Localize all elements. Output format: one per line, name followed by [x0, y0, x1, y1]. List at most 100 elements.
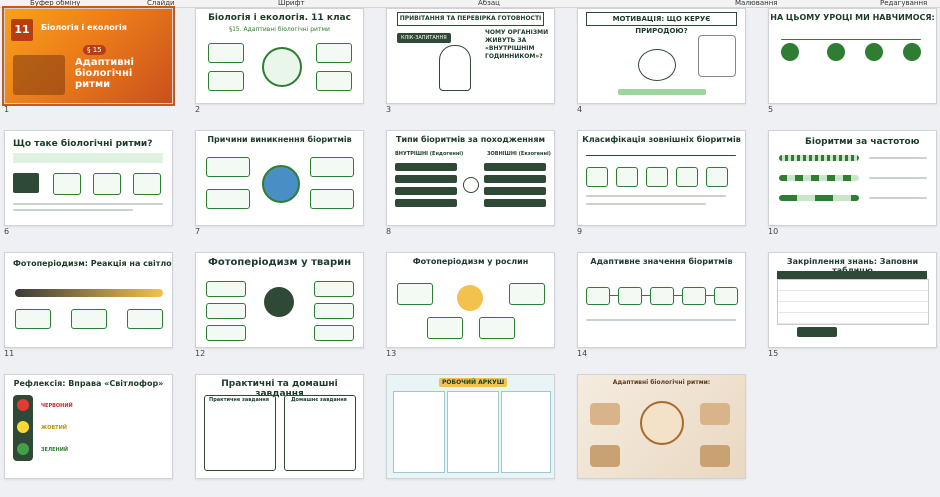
slide-thumbnail-19[interactable]: Адаптивні біологічні ритми: — [577, 374, 746, 479]
slide-title: Біоритми за частотою — [805, 137, 920, 147]
slide-sorter-grid: 11 Біологія і екологія § 15 Адаптивні бі… — [0, 6, 940, 479]
slide-cell[interactable]: Фотоперіодизм у тварин 12 — [191, 252, 372, 375]
slide-title: Типи біоритмів за походженням — [396, 135, 545, 144]
slide-thumbnail-12[interactable]: Фотоперіодизм у тварин — [195, 252, 364, 348]
slide-cell[interactable]: Адаптивне значення біоритмів 14 — [573, 252, 754, 375]
slide-cell[interactable]: Біологія і екологія. 11 клас §15. Адапти… — [191, 8, 372, 131]
ribbon-group-labels: Буфер обміну Слайди Шрифт Абзац Малюванн… — [0, 0, 940, 8]
slide-cell[interactable]: Закріплення знань: Заповни таблицю 15 — [764, 252, 940, 375]
slide-cell[interactable]: НА ЦЬОМУ УРОЦІ МИ НАВЧИМОСЯ: 5 — [764, 8, 940, 131]
slide-cell[interactable]: 11 Біологія і екологія § 15 Адаптивні бі… — [0, 6, 181, 131]
click-question-label: КЛІК-ЗАПИТАННЯ — [397, 33, 451, 43]
ribbon-group-slides[interactable]: Слайди — [147, 0, 175, 7]
slide-title: НА ЦЬОМУ УРОЦІ МИ НАВЧИМОСЯ: — [770, 13, 935, 22]
slide-title: ПРИВІТАННЯ ТА ПЕРЕВІРКА ГОТОВНОСТІ — [397, 12, 544, 26]
practical-task-label: Практичне завдання — [209, 397, 269, 403]
slide-number: 11 — [4, 349, 15, 358]
slide-thumbnail-15[interactable]: Закріплення знань: Заповни таблицю — [768, 252, 937, 348]
slide-title: Адаптивні біологічні ритми: — [612, 379, 711, 386]
green-label: ЗЕЛЕНИЙ — [41, 447, 69, 453]
slide-title: МОТИВАЦІЯ: ЩО КЕРУЄ ПРИРОДОЮ? — [586, 12, 737, 35]
slide-thumbnail-13[interactable]: Фотоперіодизм у рослин — [386, 252, 555, 348]
slide-title: Практичні та домашні завдання — [221, 379, 338, 399]
traffic-light-icon — [13, 395, 33, 461]
slide-number: 6 — [4, 227, 10, 236]
slide-thumbnail-16[interactable]: Рефлексія: Вправа «Світлофор» ЧЕРВОНИЙ Ж… — [4, 374, 173, 479]
slide-title: Біологія і екологія. 11 клас — [208, 13, 351, 23]
slide-subtitle: Біологія і екологія — [41, 23, 127, 32]
slide-title: Адаптивне значення біоритмів — [590, 257, 733, 266]
slide-title: РОБОЧИЙ АРКУШ — [439, 378, 508, 387]
exogenous-label: ЗОВНІШНІ (Екзогенні) — [487, 151, 551, 157]
slide-number: 7 — [195, 227, 201, 236]
slide-number: 14 — [577, 349, 588, 358]
slide-number: 13 — [386, 349, 397, 358]
question-icon — [638, 49, 676, 81]
slide-heading: Адаптивні біологічні ритми — [75, 57, 134, 90]
globe-icon — [262, 47, 302, 87]
tree-icon — [698, 35, 736, 77]
slide-thumbnail-11[interactable]: Фотоперіодизм: Реакція на світло — [4, 252, 173, 348]
slide-number: 10 — [768, 227, 779, 236]
slide-cell[interactable]: Рефлексія: Вправа «Світлофор» ЧЕРВОНИЙ Ж… — [0, 374, 181, 497]
slide-title: Класифікація зовнішніх біоритмів — [582, 135, 741, 144]
section-badge: § 15 — [83, 45, 106, 55]
slide-cell[interactable]: Адаптивні біологічні ритми: — [573, 374, 754, 497]
ribbon-group-font[interactable]: Шрифт — [278, 0, 305, 7]
ribbon-group-paragraph[interactable]: Абзац — [478, 0, 500, 7]
slide-thumbnail-3[interactable]: ПРИВІТАННЯ ТА ПЕРЕВІРКА ГОТОВНОСТІ КЛІК-… — [386, 8, 555, 104]
slide-thumbnail-18[interactable]: РОБОЧИЙ АРКУШ — [386, 374, 555, 479]
slide-cell[interactable]: Що таке біологічні ритми? 6 — [0, 130, 181, 253]
slide-thumbnail-14[interactable]: Адаптивне значення біоритмів — [577, 252, 746, 348]
slide-number: 15 — [768, 349, 779, 358]
slide-number: 5 — [768, 105, 774, 114]
slide-thumbnail-17[interactable]: Практичні та домашні завдання Практичне … — [195, 374, 364, 479]
slide-number: 12 — [195, 349, 206, 358]
homework-label: Домашнє завдання — [291, 397, 347, 403]
ribbon-group-drawing[interactable]: Малювання — [735, 0, 778, 7]
slide-title: Рефлексія: Вправа «Світлофор» — [13, 379, 164, 388]
slide-thumbnail-7[interactable]: Причини виникнення біоритмів — [195, 130, 364, 226]
grade-badge: 11 — [11, 19, 33, 41]
slide-thumbnail-5[interactable]: НА ЦЬОМУ УРОЦІ МИ НАВЧИМОСЯ: — [768, 8, 937, 104]
slide-cell[interactable]: Причини виникнення біоритмів 7 — [191, 130, 372, 253]
red-label: ЧЕРВОНИЙ — [41, 403, 73, 409]
ribbon-group-clipboard[interactable]: Буфер обміну — [30, 0, 81, 7]
endogenous-label: ВНУТРІШНІ (Ендогенні) — [395, 151, 464, 157]
slide-thumbnail-9[interactable]: Класифікація зовнішніх біоритмів — [577, 130, 746, 226]
slide-number: 9 — [577, 227, 583, 236]
slide-cell[interactable]: Класифікація зовнішніх біоритмів 9 — [573, 130, 754, 253]
human-silhouette-icon — [439, 45, 471, 91]
slide-title: Причини виникнення біоритмів — [207, 135, 352, 144]
slide-number: 3 — [386, 105, 392, 114]
slide-cell[interactable]: Фотоперіодизм у рослин 13 — [382, 252, 563, 375]
slide-cell[interactable]: Практичні та домашні завдання Практичне … — [191, 374, 372, 497]
yellow-label: ЖОВТИЙ — [41, 425, 67, 431]
cover-illustration — [13, 55, 65, 95]
earth-icon — [262, 165, 300, 203]
slide-thumbnail-10[interactable]: Біоритми за частотою — [768, 130, 937, 226]
slide-thumbnail-4[interactable]: МОТИВАЦІЯ: ЩО КЕРУЄ ПРИРОДОЮ? — [577, 8, 746, 104]
slide-thumbnail-1[interactable]: 11 Біологія і екологія § 15 Адаптивні бі… — [2, 6, 175, 106]
ribbon-group-editing[interactable]: Редагування — [880, 0, 928, 7]
slide-thumbnail-2[interactable]: Біологія і екологія. 11 клас §15. Адапти… — [195, 8, 364, 104]
slide-title: Що таке біологічні ритми? — [13, 139, 153, 149]
slide-question: ЧОМУ ОРГАНІЗМИ ЖИВУТЬ ЗА «ВНУТРІШНІМ ГОД… — [485, 29, 549, 60]
slide-number: 1 — [4, 105, 10, 114]
slide-thumbnail-6[interactable]: Що таке біологічні ритми? — [4, 130, 173, 226]
slide-number: 4 — [577, 105, 583, 114]
slide-cell[interactable]: Біоритми за частотою 10 — [764, 130, 940, 253]
slide-cell[interactable]: РОБОЧИЙ АРКУШ — [382, 374, 563, 497]
slide-subtitle: §15. Адаптивні біологічні ритми — [229, 26, 330, 33]
slide-title: Закріплення знань: Заповни таблицю — [786, 257, 919, 275]
slide-cell[interactable]: МОТИВАЦІЯ: ЩО КЕРУЄ ПРИРОДОЮ? 4 — [573, 8, 754, 131]
slide-cell[interactable]: ПРИВІТАННЯ ТА ПЕРЕВІРКА ГОТОВНОСТІ КЛІК-… — [382, 8, 563, 131]
animal-hub-icon — [264, 287, 294, 317]
slide-cell[interactable]: Фотоперіодизм: Реакція на світло 11 — [0, 252, 181, 375]
slide-number: 2 — [195, 105, 201, 114]
slide-title: Фотоперіодизм: Реакція на світло — [13, 259, 172, 268]
slide-number: 8 — [386, 227, 392, 236]
slide-thumbnail-8[interactable]: Типи біоритмів за походженням ВНУТРІШНІ … — [386, 130, 555, 226]
slide-cell[interactable]: Типи біоритмів за походженням ВНУТРІШНІ … — [382, 130, 563, 253]
slide-title: Фотоперіодизм у рослин — [412, 257, 529, 266]
